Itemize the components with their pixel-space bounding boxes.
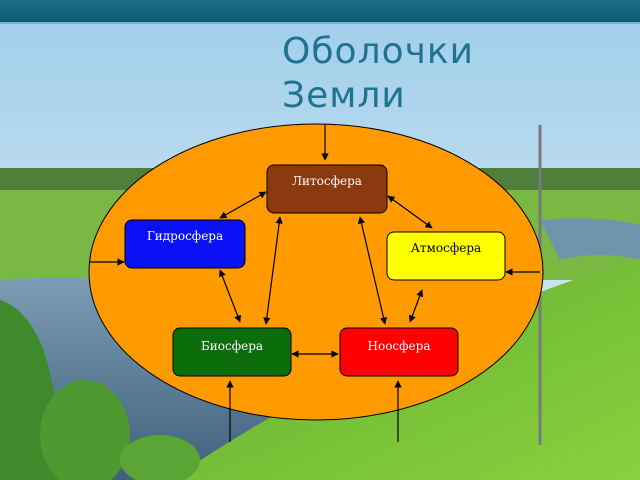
node-noosphere-label: Ноосфера [368, 339, 431, 353]
node-biosphere-label: Биосфера [201, 339, 263, 353]
node-atmosphere-label: Атмосфера [411, 241, 481, 255]
node-noosphere: Ноосфера [339, 327, 459, 377]
node-lithosphere: Литосфера [266, 164, 388, 214]
slide-title-line1: Оболочки [282, 31, 475, 72]
node-atmosphere: Атмосфера [386, 231, 506, 281]
node-lithosphere-label: Литосфера [292, 174, 362, 188]
arrow-litho-hydro [219, 191, 267, 219]
arrow-atmo-noo [408, 289, 424, 323]
arrow-litho-atmo [387, 195, 433, 229]
slide-title: Оболочки Земли [282, 30, 622, 118]
node-hydrosphere: Гидросфера [124, 219, 246, 269]
arrow-litho-bio [263, 216, 283, 325]
node-hydrosphere-label: Гидросфера [147, 229, 223, 243]
arrow-litho-noo [357, 216, 388, 325]
node-biosphere: Биосфера [172, 327, 292, 377]
slide-title-line2: Земли [282, 75, 406, 116]
slide-header-bar [0, 0, 640, 24]
arrow-hydro-bio [218, 269, 242, 323]
